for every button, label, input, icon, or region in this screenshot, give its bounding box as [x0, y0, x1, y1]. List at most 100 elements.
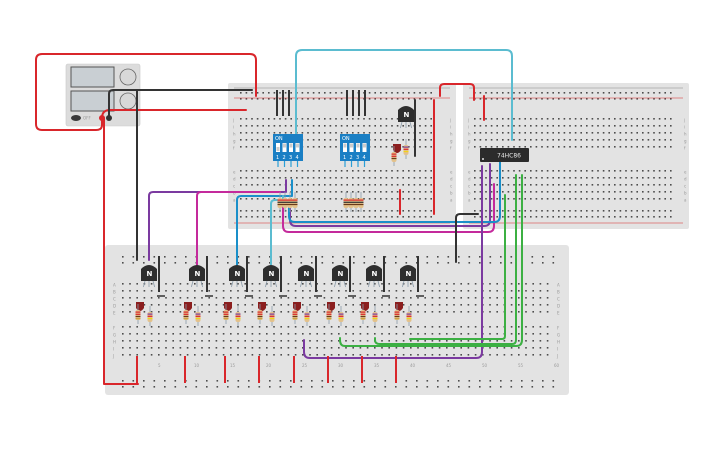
breadboard-hole[interactable] [479, 132, 482, 134]
breadboard-hole[interactable] [380, 92, 382, 94]
breadboard-hole[interactable] [385, 132, 388, 134]
breadboard-hole[interactable] [230, 283, 232, 285]
breadboard-hole[interactable] [532, 297, 534, 299]
breadboard-hole[interactable] [374, 283, 376, 285]
breadboard-hole[interactable] [186, 326, 189, 328]
breadboard-hole[interactable] [240, 216, 242, 218]
breadboard-hole[interactable] [496, 177, 498, 179]
breadboard-hole[interactable] [374, 256, 376, 258]
breadboard-hole[interactable] [312, 92, 315, 94]
breadboard-hole[interactable] [240, 146, 242, 148]
breadboard-hole[interactable] [489, 290, 491, 292]
breadboard-hole[interactable] [558, 92, 560, 94]
breadboard-hole[interactable] [208, 326, 210, 328]
breadboard-hole[interactable] [558, 139, 560, 141]
breadboard-hole[interactable] [268, 125, 270, 127]
breadboard-hole[interactable] [302, 347, 304, 349]
breadboard-hole[interactable] [496, 191, 498, 193]
breadboard-hole[interactable] [185, 386, 187, 388]
breadboard-hole[interactable] [636, 118, 638, 120]
breadboard-hole[interactable] [307, 184, 309, 186]
breadboard-hole[interactable] [374, 386, 376, 388]
breadboard-hole[interactable] [363, 380, 366, 382]
breadboard-hole[interactable] [215, 333, 218, 335]
breadboard-hole[interactable] [502, 198, 504, 200]
breadboard-hole[interactable] [345, 326, 347, 328]
breadboard-hole[interactable] [388, 333, 390, 335]
breadboard-hole[interactable] [664, 146, 666, 148]
breadboard-hole[interactable] [248, 256, 250, 258]
breadboard-hole[interactable] [396, 216, 399, 218]
breadboard-hole[interactable] [653, 170, 655, 172]
breadboard-hole[interactable] [143, 386, 145, 388]
breadboard-hole[interactable] [474, 326, 477, 328]
breadboard-hole[interactable] [284, 177, 287, 179]
breadboard-hole[interactable] [591, 191, 594, 193]
breadboard-hole[interactable] [273, 132, 276, 134]
breadboard-hole[interactable] [558, 125, 560, 127]
breadboard-hole[interactable] [630, 118, 633, 120]
breadboard-hole[interactable] [614, 125, 616, 127]
breadboard-hole[interactable] [496, 210, 498, 212]
breadboard-hole[interactable] [215, 326, 218, 328]
breadboard-hole[interactable] [602, 198, 605, 200]
breadboard-hole[interactable] [284, 170, 287, 172]
breadboard-hole[interactable] [185, 256, 187, 258]
breadboard-hole[interactable] [438, 326, 441, 328]
breadboard-hole[interactable] [194, 340, 196, 342]
breadboard-hole[interactable] [280, 297, 282, 299]
breadboard-hole[interactable] [446, 297, 448, 299]
breadboard-hole[interactable] [346, 170, 348, 172]
breadboard-hole[interactable] [658, 198, 661, 200]
breadboard-hole[interactable] [597, 198, 599, 200]
breadboard-hole[interactable] [179, 283, 182, 285]
breadboard-hole[interactable] [490, 216, 493, 218]
breadboard-hole[interactable] [558, 170, 560, 172]
breadboard-hole[interactable] [569, 216, 571, 218]
breadboard-hole[interactable] [335, 118, 337, 120]
breadboard-hole[interactable] [410, 297, 412, 299]
breadboard-hole[interactable] [518, 290, 520, 292]
breadboard-hole[interactable] [402, 326, 405, 328]
breadboard-hole[interactable] [129, 326, 131, 328]
breadboard-hole[interactable] [525, 290, 527, 292]
breadboard-hole[interactable] [345, 340, 347, 342]
breadboard-hole[interactable] [532, 354, 534, 356]
breadboard-hole[interactable] [402, 177, 404, 179]
breadboard-hole[interactable] [485, 170, 487, 172]
breadboard-hole[interactable] [287, 354, 290, 356]
breadboard-hole[interactable] [474, 198, 476, 200]
breadboard-hole[interactable] [143, 347, 146, 349]
breadboard-hole[interactable] [535, 177, 538, 179]
breadboard-hole[interactable] [153, 380, 156, 382]
breadboard-hole[interactable] [244, 297, 246, 299]
breadboard-hole[interactable] [446, 283, 448, 285]
breadboard-hole[interactable] [340, 98, 343, 100]
breadboard-hole[interactable] [597, 210, 599, 212]
breadboard-hole[interactable] [150, 333, 153, 335]
breadboard-hole[interactable] [502, 92, 504, 94]
breadboard-hole[interactable] [602, 132, 605, 134]
breadboard-hole[interactable] [532, 333, 534, 335]
breadboard-hole[interactable] [500, 256, 502, 258]
breadboard-hole[interactable] [535, 184, 538, 186]
breadboard-hole[interactable] [143, 262, 145, 264]
breadboard-hole[interactable] [279, 170, 281, 172]
breadboard-hole[interactable] [335, 146, 337, 148]
breadboard-hole[interactable] [424, 184, 427, 186]
breadboard-hole[interactable] [416, 262, 418, 264]
breadboard-hole[interactable] [374, 132, 376, 134]
breadboard-hole[interactable] [431, 304, 434, 306]
breadboard-hole[interactable] [172, 290, 174, 292]
resistor[interactable] [343, 192, 349, 212]
breadboard-hole[interactable] [580, 210, 582, 212]
breadboard-hole[interactable] [625, 98, 627, 100]
breadboard-hole[interactable] [552, 386, 555, 388]
breadboard-hole[interactable] [363, 256, 366, 258]
breadboard-hole[interactable] [408, 177, 410, 179]
breadboard-hole[interactable] [658, 92, 661, 94]
breadboard-hole[interactable] [280, 354, 282, 356]
breadboard-hole[interactable] [518, 333, 520, 335]
breadboard-hole[interactable] [532, 311, 534, 313]
breadboard-hole[interactable] [474, 210, 476, 212]
